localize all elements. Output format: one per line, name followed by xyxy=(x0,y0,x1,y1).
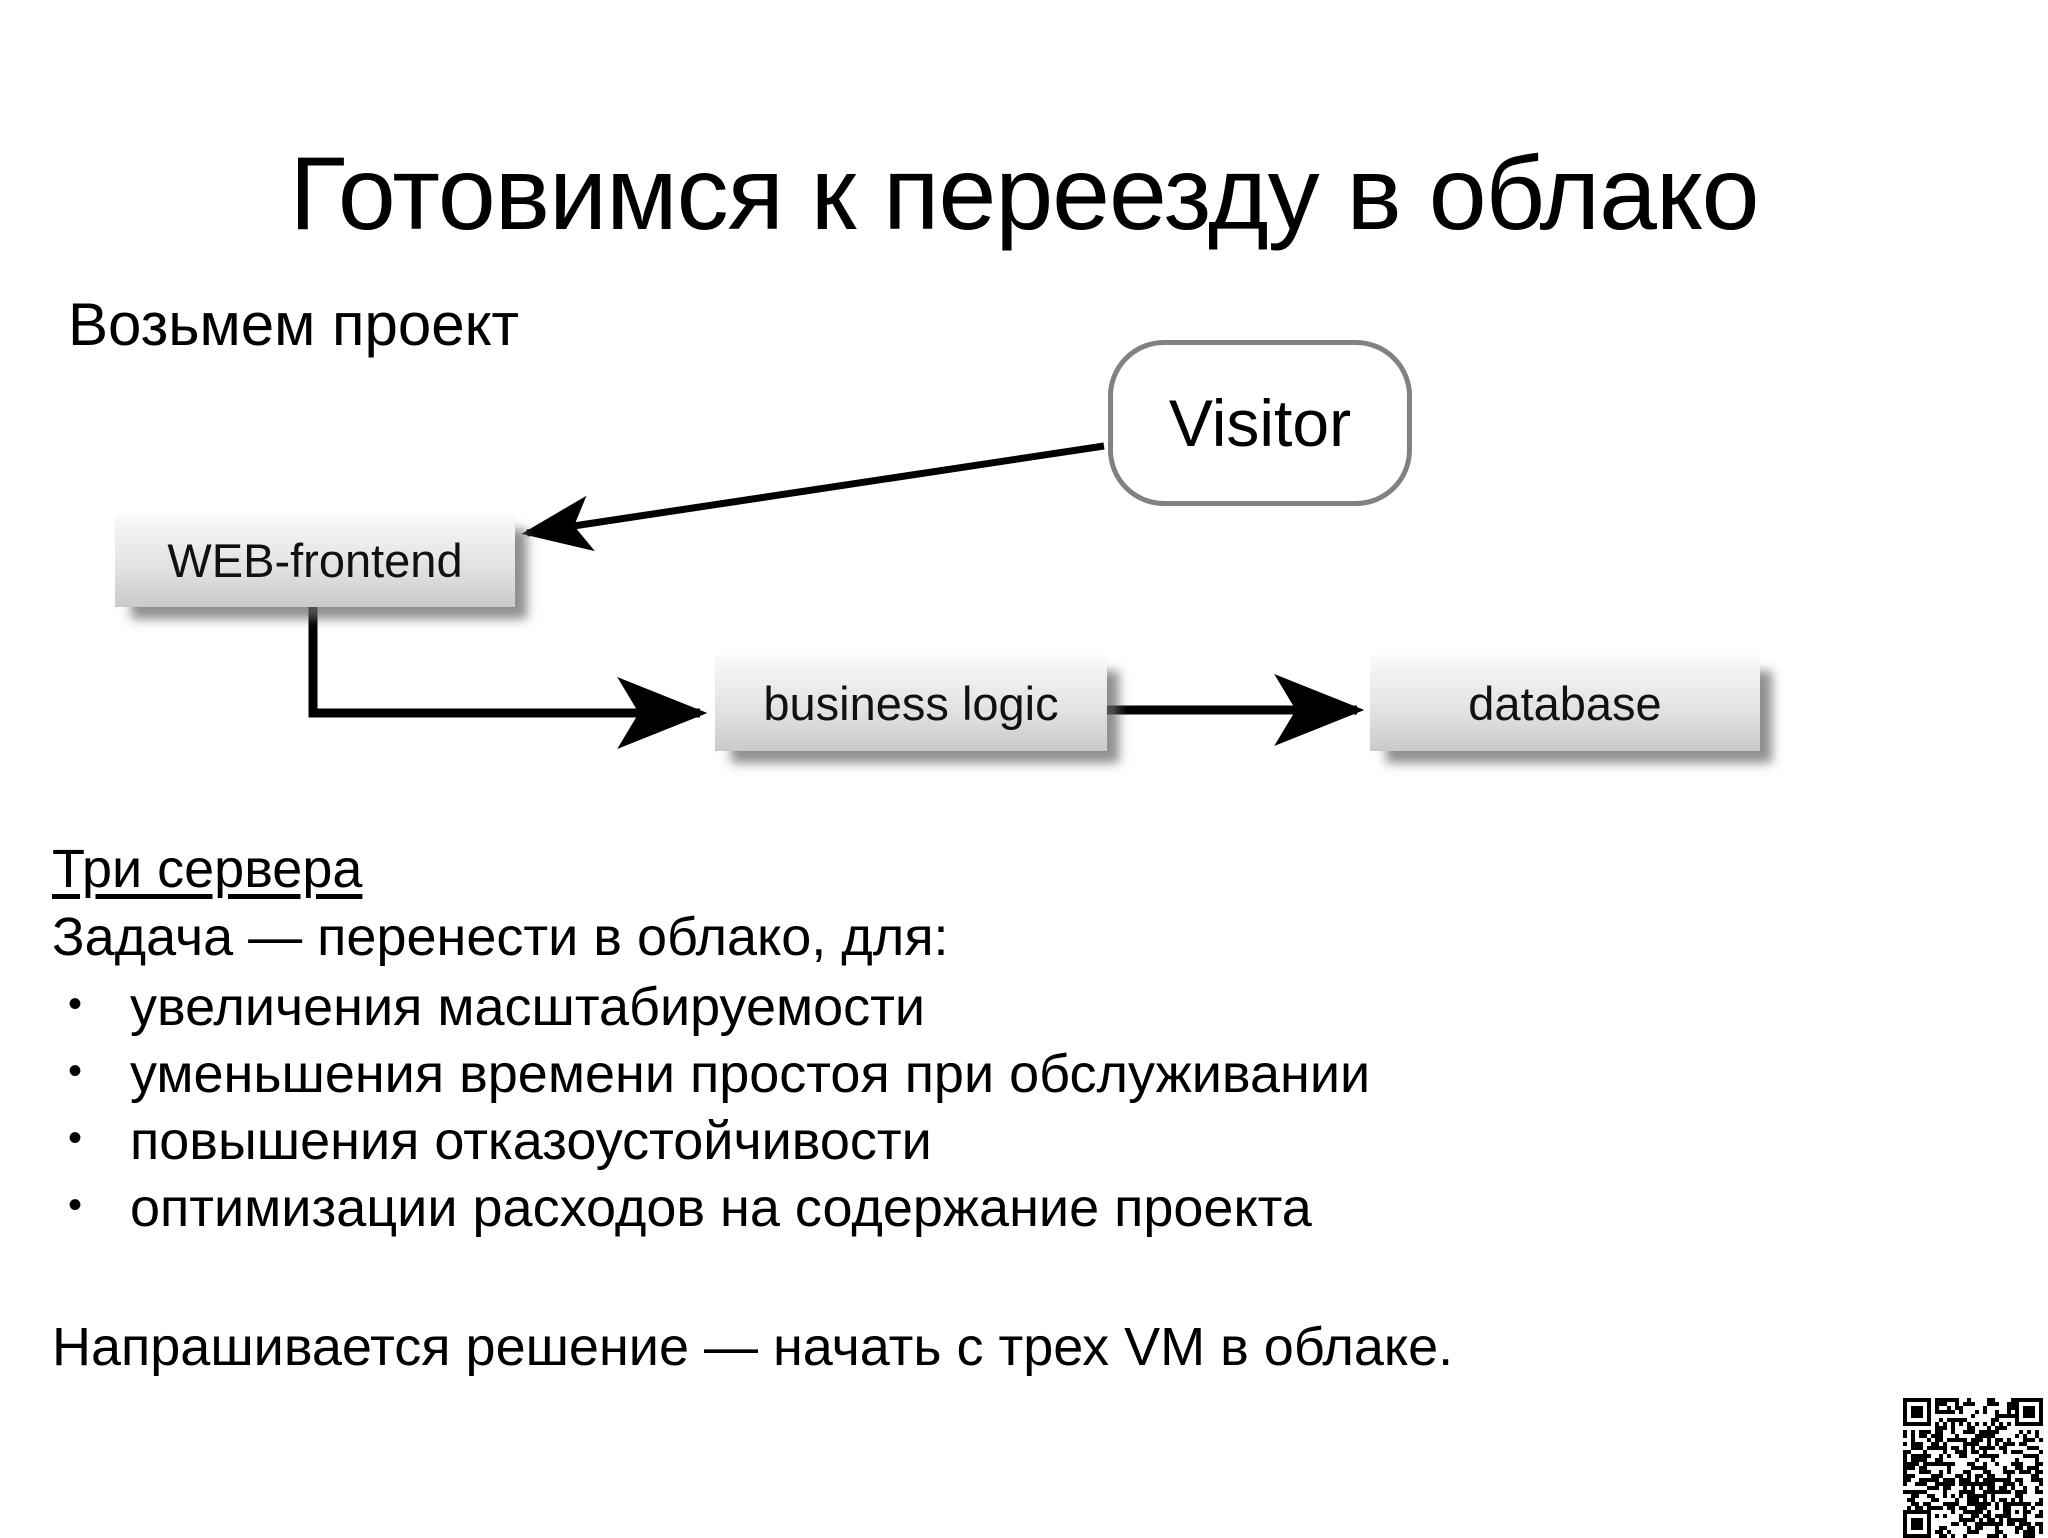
body-heading-three-servers: Три сервера xyxy=(52,839,363,899)
bullet-item: • уменьшения времени простоя при обслужив… xyxy=(52,1041,1852,1108)
body-text-block: Три сервера Задача — перенести в облако,… xyxy=(52,842,1852,1242)
bullet-item-label: повышения отказоустойчивости xyxy=(130,1110,932,1171)
page-title: Готовимся к переезду в облако xyxy=(289,135,1760,252)
diagram-node-database[interactable]: database xyxy=(1370,655,1760,751)
body-task-line: Задача — перенести в облако, для: xyxy=(52,907,949,967)
diagram-node-visitor-label: Visitor xyxy=(1168,386,1352,460)
diagram-node-visitor[interactable]: Visitor xyxy=(1108,340,1412,506)
architecture-diagram: Visitor WEB-frontend business logic data… xyxy=(115,340,1760,751)
diagram-node-business-logic-label: business logic xyxy=(763,676,1059,730)
connector-web-frontend-to-business-logic xyxy=(308,607,708,749)
bullet-item: • увеличения масштабируемости xyxy=(52,974,1852,1041)
bullet-item-label: оптимизации расходов на содержание проек… xyxy=(130,1177,1312,1238)
bullet-dot-icon: • xyxy=(68,1182,83,1227)
bullet-item: • повышения отказоустойчивости xyxy=(52,1108,1852,1175)
bullet-item-label: увеличения масштабируемости xyxy=(130,977,926,1037)
qr-code[interactable] xyxy=(1903,1398,2043,1538)
subheading-take-a-project: Возьмем проект xyxy=(68,291,520,358)
diagram-node-web-frontend[interactable]: WEB-frontend xyxy=(115,513,515,607)
bullet-dot-icon: • xyxy=(68,1115,83,1160)
qr-code-canvas xyxy=(1903,1398,2043,1538)
bullet-dot-icon: • xyxy=(68,1048,83,1093)
diagram-node-web-frontend-label: WEB-frontend xyxy=(167,533,463,587)
conclusion-line: Напрашивается решение — начать с трех VM… xyxy=(52,1317,1454,1377)
bullet-item: • оптимизации расходов на содержание прое… xyxy=(52,1175,1852,1242)
bullet-item-label: уменьшения времени простоя при обслужива… xyxy=(130,1043,1371,1104)
bullet-dot-icon: • xyxy=(68,982,83,1026)
diagram-node-business-logic[interactable]: business logic xyxy=(715,655,1107,751)
connector-visitor-to-web-frontend xyxy=(521,442,1105,552)
diagram-node-database-label: database xyxy=(1468,676,1662,730)
benefits-bullet-list: • увеличения масштабируемости • уменьшения … xyxy=(52,974,1852,1242)
